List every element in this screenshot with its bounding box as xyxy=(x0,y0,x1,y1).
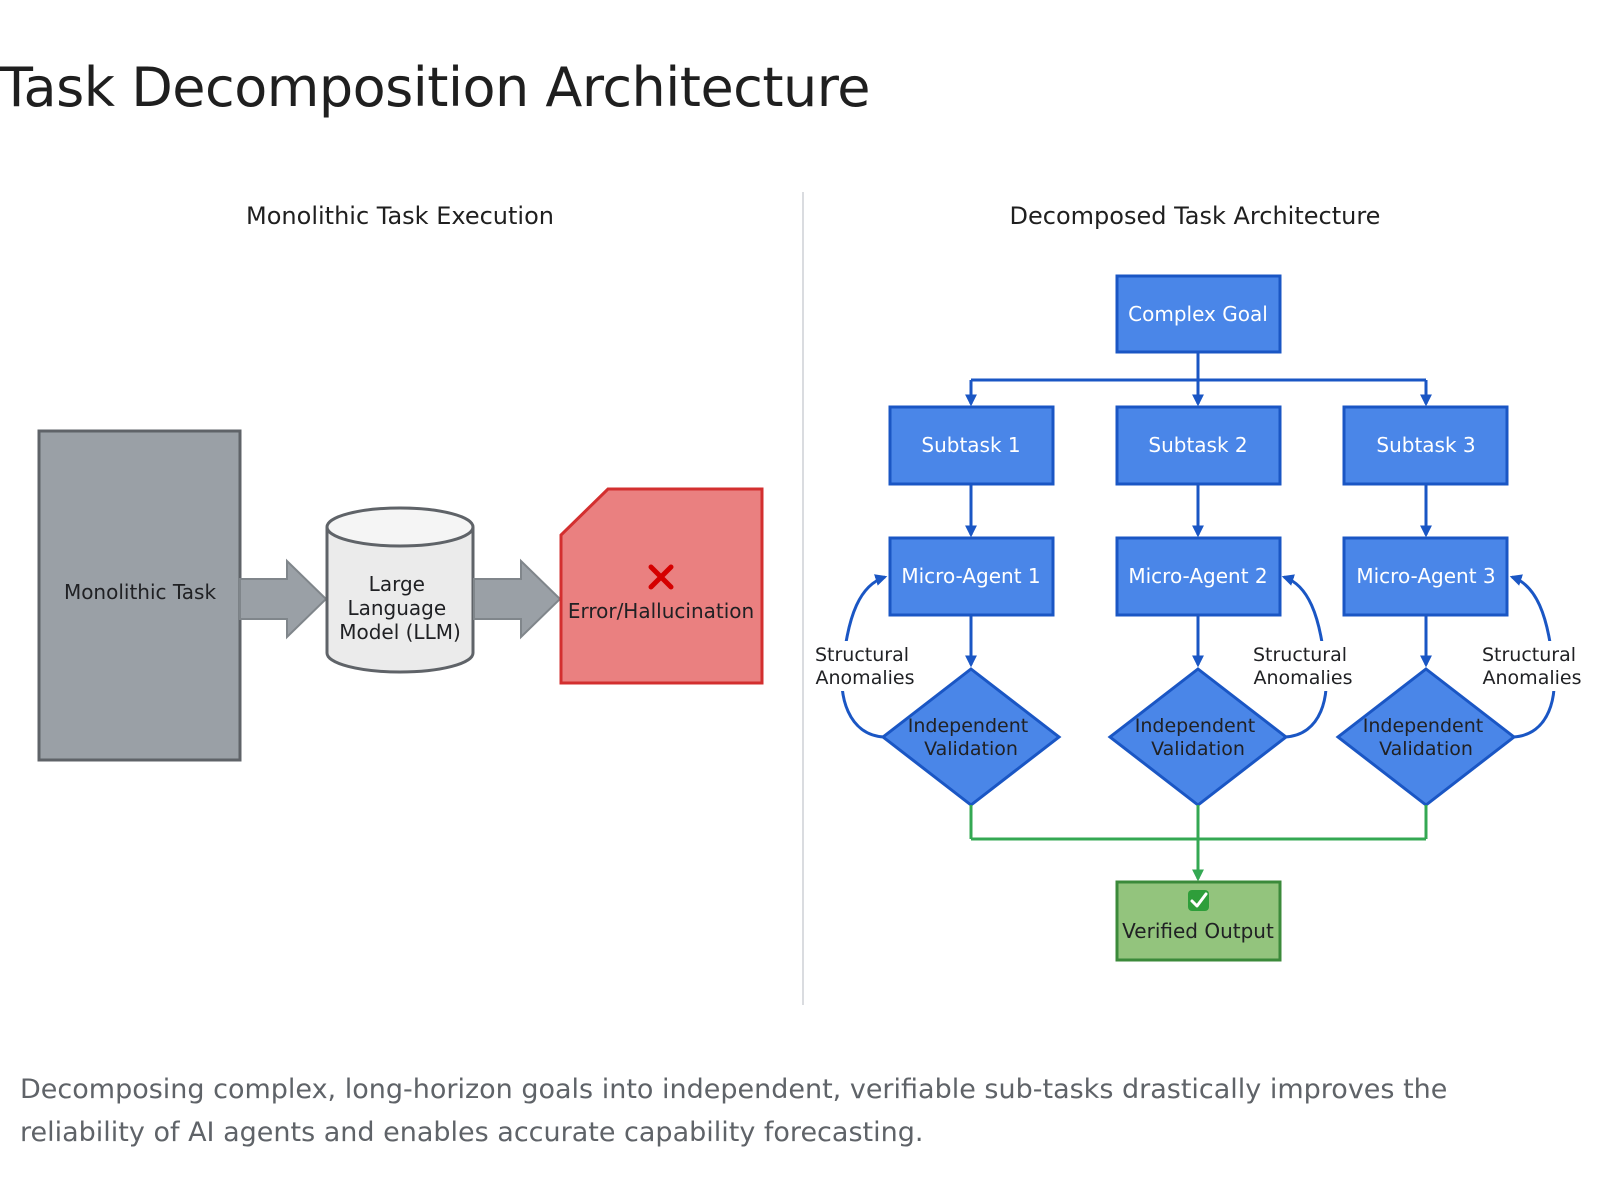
figure-caption: Decomposing complex, long-horizon goals … xyxy=(20,1074,1448,1148)
merge-connectors xyxy=(969,805,1428,882)
architecture-figure: Monolithic Task Execution Monolithic Tas… xyxy=(0,175,1600,1015)
page-title: Task Decomposition Architecture xyxy=(0,56,871,119)
monolithic-panel: Monolithic Task Execution Monolithic Tas… xyxy=(37,202,764,762)
llm-label-line-3: Model (LLM) xyxy=(339,620,461,644)
validation-label-1: Independent Validation xyxy=(908,715,1034,760)
left-panel-title: Monolithic Task Execution xyxy=(246,202,554,230)
micro-agent-label-2: Micro-Agent 2 xyxy=(1128,564,1267,588)
checkmark-icon xyxy=(1188,890,1209,911)
error-label: Error/Hallucination xyxy=(568,599,754,623)
micro-agent-node-2 xyxy=(1115,536,1282,617)
llm-label: Large Language Model (LLM) xyxy=(339,572,461,644)
subtask-node-2 xyxy=(1115,405,1282,486)
gray-arrow-1 xyxy=(239,558,328,640)
validation-label-2: Independent Validation xyxy=(1135,715,1261,760)
subtask-label-2: Subtask 2 xyxy=(1148,433,1247,457)
goal-connectors xyxy=(965,352,1432,407)
feedback-label-bg-1 xyxy=(815,641,915,691)
micro-agent-label-1: Micro-Agent 1 xyxy=(901,564,1040,588)
branch-3: Subtask 3 Micro-Agent 3 Independent Vali… xyxy=(1335,405,1582,807)
feedback-label-1: Structural Anomalies xyxy=(815,644,915,689)
subtask-node-1 xyxy=(888,405,1055,486)
subtask-label-3: Subtask 3 xyxy=(1376,433,1475,457)
cross-icon xyxy=(648,564,674,590)
branch-1: Subtask 1 Micro-Agent 1 Independent Vali… xyxy=(815,405,1062,807)
branch-2: Subtask 2 Micro-Agent 2 Independent Vali… xyxy=(1107,405,1353,807)
verified-output-label: Verified Output xyxy=(1122,919,1274,943)
llm-label-line-2: Language xyxy=(347,596,446,620)
gray-arrow-2 xyxy=(473,558,562,640)
llm-cylinder xyxy=(325,506,475,674)
monolithic-task-block xyxy=(37,429,242,762)
micro-agent-node-3 xyxy=(1342,536,1509,617)
decomposed-panel: Decomposed Task Architecture Complex Goa… xyxy=(815,202,1582,962)
right-panel-title: Decomposed Task Architecture xyxy=(1010,202,1381,230)
monolithic-task-label: Monolithic Task xyxy=(64,580,217,604)
validation-label-3: Independent Validation xyxy=(1363,715,1489,760)
feedback-label-2: Structural Anomalies xyxy=(1253,644,1353,689)
subtask-label-1: Subtask 1 xyxy=(921,433,1020,457)
feedback-label-bg-3 xyxy=(1482,641,1582,691)
micro-agent-label-3: Micro-Agent 3 xyxy=(1356,564,1495,588)
llm-label-line-1: Large xyxy=(369,572,425,596)
complex-goal-label: Complex Goal xyxy=(1128,302,1268,326)
feedback-label-bg-2 xyxy=(1253,641,1353,691)
feedback-label-3: Structural Anomalies xyxy=(1482,644,1582,689)
error-block xyxy=(559,487,764,685)
diagram-canvas: Monolithic Task Execution Monolithic Tas… xyxy=(37,192,1582,1005)
verified-output-node xyxy=(1115,880,1282,962)
